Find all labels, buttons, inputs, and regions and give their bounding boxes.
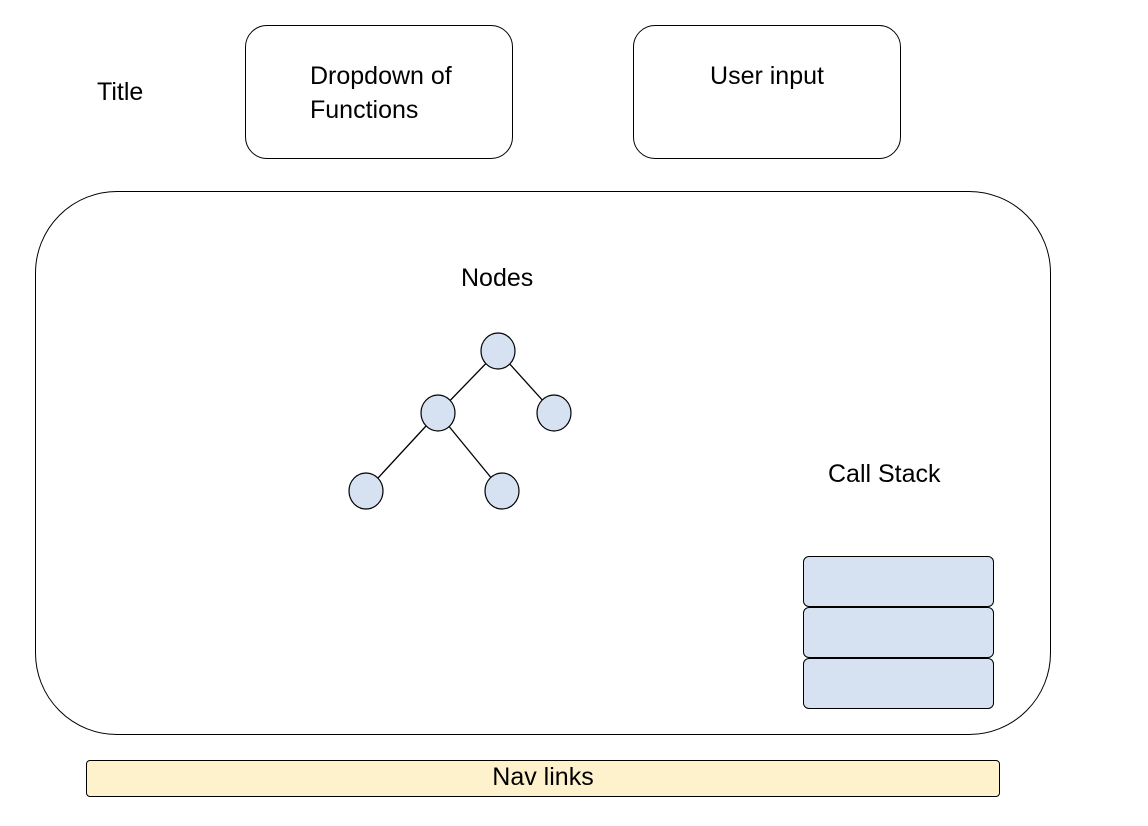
tree-node-left [420,394,456,432]
nodes-label: Nodes [461,264,534,292]
tree-node-left-right [484,472,520,510]
function-dropdown[interactable]: Dropdown of Functions [245,25,513,159]
page-title: Title [97,78,144,106]
call-stack-frame [803,658,994,709]
function-dropdown-label: Dropdown of Functions [310,62,452,124]
call-stack-frame [803,607,994,658]
tree-node-root [480,332,516,370]
user-input-label: User input [710,62,824,90]
call-stack-label: Call Stack [828,460,941,488]
nav-links-label: Nav links [492,763,594,791]
tree-node-right [536,394,572,432]
call-stack-frame [803,556,994,607]
tree-node-left-left [348,472,384,510]
nav-links[interactable]: Nav links [86,760,1000,797]
user-input-field[interactable]: User input [633,25,901,159]
